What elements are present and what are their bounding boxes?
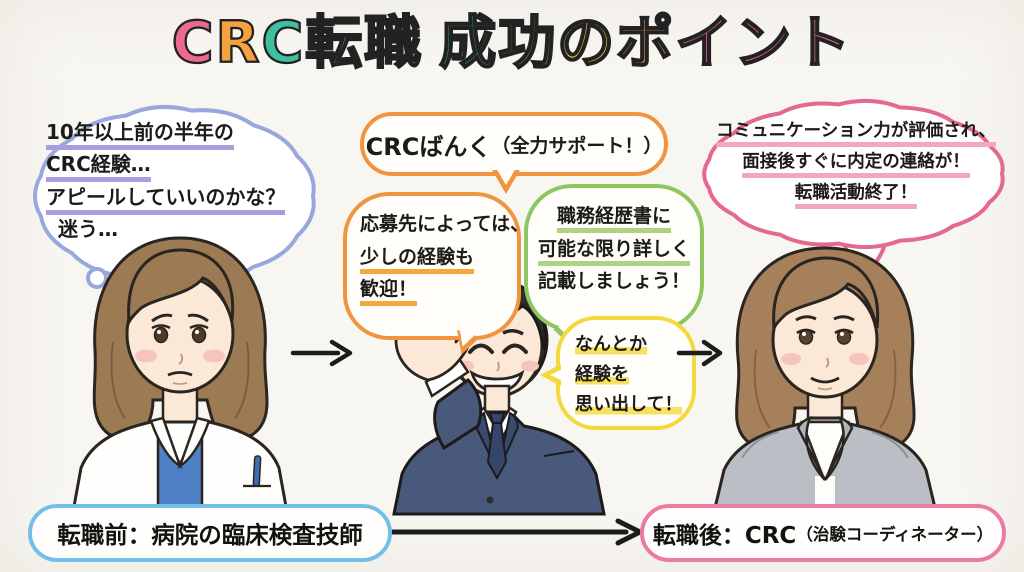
result-cloud-outline <box>702 98 1005 250</box>
thought-line: 10年以上前の半年の <box>46 116 312 150</box>
thought-trail-dot <box>86 267 108 289</box>
thought-line: CRC経験… <box>46 148 312 183</box>
after-label-sub: （治験コーディネーター） <box>796 525 994 544</box>
crc-bank-sub-label: （全力サポート！） <box>491 134 663 157</box>
speech-bubble-remember: なんとか 経験を 思い出して！ <box>540 316 696 430</box>
consultant-man-illustration <box>392 278 606 516</box>
label-after-pill: 転職後：CRC（治験コーディネーター） <box>640 504 1006 562</box>
arrow-bottom-icon <box>389 518 643 546</box>
page-title: CRC転職 成功のポイント <box>171 9 853 77</box>
labcoat-woman-illustration <box>71 236 289 514</box>
suit-woman-illustration <box>712 246 938 514</box>
label-before-pill: 転職前：病院の臨床検査技師 <box>28 504 392 562</box>
crc-bank-label: CRCばんく <box>365 132 492 161</box>
speech-bubble-apply: 応募先によっては、 少しの経験も 歓迎！ <box>343 192 529 359</box>
after-label: 転職後：CRC <box>652 523 797 549</box>
thought-line: 迷う… <box>58 217 118 242</box>
arrow-left-icon <box>290 339 353 367</box>
speech-bubble-resume: 職務経歴書に 可能な限り詳しく 記載しましょう！ <box>524 184 704 351</box>
thought-line: アピールしていいのかな？ <box>46 181 312 215</box>
thought-bubble-text: 10年以上前の半年の CRC経験… アピールしていいのかな？ 迷う… <box>46 116 312 246</box>
arrow-right-icon <box>676 339 723 367</box>
speech-bubble-crc-bank: CRCばんく（全力サポート！） <box>360 112 668 194</box>
before-label: 転職前：病院の臨床検査技師 <box>57 521 363 549</box>
speech-bubble-result-text: コミュニケーション力が評価され、 面接後すぐに内定の連絡が！ 転職活動終了！ <box>706 116 1006 210</box>
